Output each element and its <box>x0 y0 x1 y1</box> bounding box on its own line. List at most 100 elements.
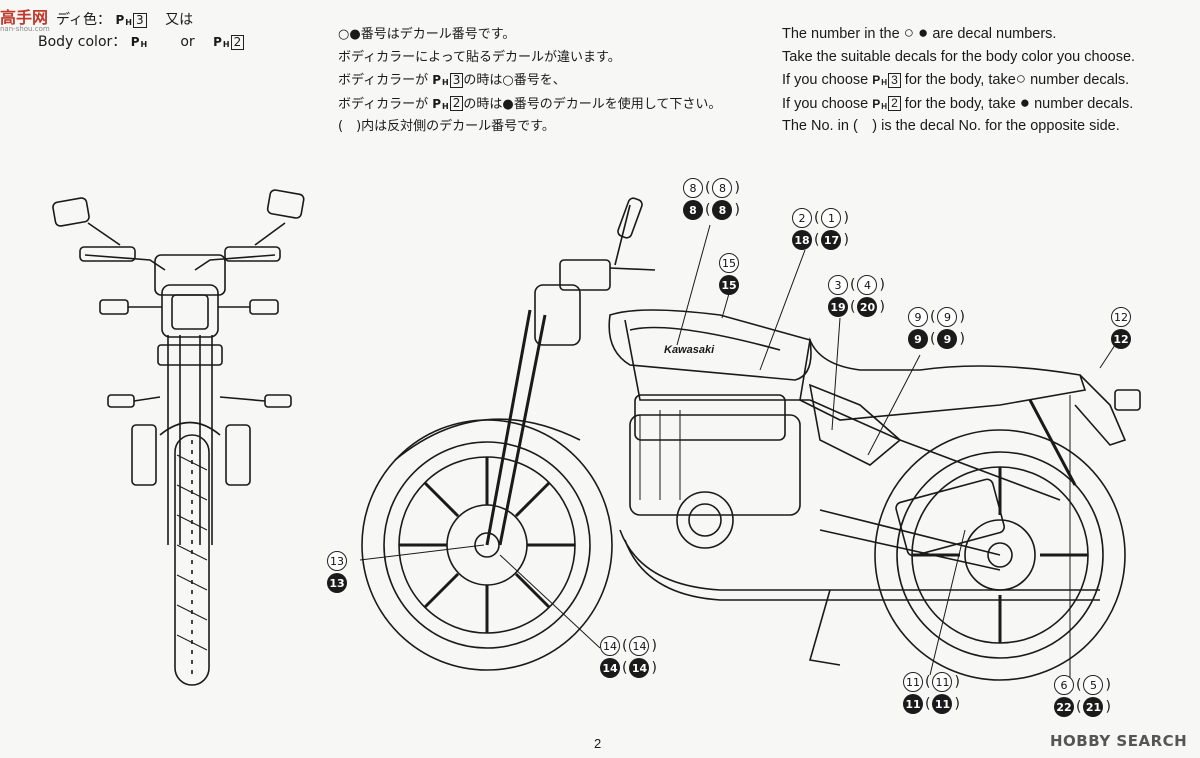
note-en-4a: If you choose <box>782 95 869 112</box>
decal-number-black-opposite: 21 <box>1083 697 1104 717</box>
decal-number-white: 13 <box>327 551 347 571</box>
decal-number-black-opposite: 14 <box>629 658 650 678</box>
note-en-1: The number in the ○ ● are decal numbers. <box>782 22 1135 46</box>
color-b-box: 2 <box>888 96 901 112</box>
tank-brand-logo: Kawasaki <box>664 344 715 356</box>
callout-6: 6(5) 22(21) <box>1054 675 1111 717</box>
decal-number-black: 9 <box>908 329 928 349</box>
callout-row-black: 8(8) <box>683 200 740 220</box>
callout-row-white: 8(8) <box>683 178 740 198</box>
site-logo-url: nan-shou.com <box>0 25 50 33</box>
callout-row-white: 9(9) <box>908 307 965 327</box>
white-circle-icon: ○ <box>502 73 514 88</box>
decal-number-white: 14 <box>600 636 620 656</box>
ph-sub: H <box>881 78 888 87</box>
note-jp-3b: の時は <box>463 73 503 88</box>
notes-en: The number in the ○ ● are decal numbers.… <box>782 22 1135 138</box>
note-en-5a: The No. in <box>782 118 849 134</box>
callout-row-black: 14(14) <box>600 658 657 678</box>
callout-row-white: 6(5) <box>1054 675 1111 695</box>
decal-number-white: 3 <box>828 275 848 295</box>
decal-number-white-opposite: 14 <box>629 636 650 656</box>
decal-number-black: 11 <box>903 694 923 714</box>
callout-3: 3(4) 19(20) <box>828 275 885 317</box>
callout-8: 8(8) 8(8) <box>683 178 740 220</box>
body-color-en-label: Body color： <box>38 34 127 50</box>
front-view-motorcycle <box>52 189 305 686</box>
decal-number-black: 15 <box>719 275 739 295</box>
note-en-5: The No. in ( ) is the decal No. for the … <box>782 115 1135 138</box>
color-b-box: 2 <box>230 34 245 50</box>
note-en-4c: number decals. <box>1034 95 1134 112</box>
note-jp-3c: 番号を、 <box>513 73 566 88</box>
note-jp-5-text: 内は反対側のデカール番号です。 <box>361 119 555 134</box>
callout-row-black: 9(9) <box>908 329 965 349</box>
callout-row-black: 15 <box>719 275 739 295</box>
notes-jp: ○●番号はデカール番号です。 ボディカラーによって貼るデカールが違います。 ボデ… <box>338 24 721 139</box>
paren-icon: ( ) <box>338 119 362 134</box>
note-jp-3a: ボディカラーが <box>338 73 429 88</box>
white-circle-icon: ○ <box>1015 69 1027 88</box>
callout-row-black: 12 <box>1111 329 1131 349</box>
color-a-box: 3 <box>888 72 901 88</box>
decal-number-white: 9 <box>908 307 928 327</box>
decal-number-black-opposite: 9 <box>937 329 958 349</box>
callout-13: 13 13 <box>327 551 347 593</box>
callout-row-white: 12 <box>1111 307 1131 327</box>
decal-number-white: 2 <box>792 208 812 228</box>
black-circle-icon: ● <box>918 23 929 42</box>
ph-sub: H <box>442 101 449 111</box>
color-a-box: 3 <box>449 72 464 88</box>
note-en-1b: are decal numbers. <box>932 26 1057 42</box>
decal-number-black: 18 <box>792 230 812 250</box>
decal-number-black-opposite: 11 <box>932 694 953 714</box>
black-circle-icon: ● <box>1019 92 1031 112</box>
decal-number-white: 11 <box>903 672 923 692</box>
decal-number-white: 8 <box>683 178 703 198</box>
decal-number-white-opposite: 5 <box>1083 675 1104 695</box>
ph-letter: P <box>872 73 881 87</box>
callout-2: 2(1) 18(17) <box>792 208 849 250</box>
note-jp-2: ボディカラーによって貼るデカールが違います。 <box>338 49 621 65</box>
ph-sub: H <box>222 40 230 49</box>
color-b-box: 2 <box>449 96 464 112</box>
rear-tire <box>874 429 1126 681</box>
decal-number-white: 15 <box>719 253 739 273</box>
decal-number-black: 14 <box>600 658 620 678</box>
note-jp-1: ○●番号はデカール番号です。 <box>338 24 721 47</box>
ph-sub: H <box>442 78 449 87</box>
note-en-3c: number decals. <box>1030 72 1130 88</box>
color-a-box: 3 <box>132 12 147 28</box>
hobby-search-watermark: HOBBY SEARCH <box>1050 732 1188 750</box>
note-jp-1-text: 番号はデカール番号です。 <box>360 27 516 42</box>
note-en-1a: The number in the <box>782 26 900 42</box>
ph-letter: P <box>130 35 140 49</box>
note-en-4b: for the body, take <box>904 95 1016 112</box>
note-en-3a: If you choose <box>782 72 869 88</box>
ph-letter: P <box>115 13 125 27</box>
note-en-3b: for the body, take <box>904 72 1016 88</box>
body-color-en: Body color： PH3 or PH2 <box>38 31 245 53</box>
paren-icon: ( ) <box>852 118 878 134</box>
callout-row-black: 22(21) <box>1054 697 1111 717</box>
decal-number-black: 19 <box>828 297 848 317</box>
note-en-2: Take the suitable decals for the body co… <box>782 48 1136 65</box>
callout-row-black: 18(17) <box>792 230 849 250</box>
color-code-ph3-b: PH3 <box>131 31 162 53</box>
decal-number-white-opposite: 4 <box>857 275 878 295</box>
white-circle-icon: ○● <box>338 27 361 42</box>
ph-letter: P <box>213 35 222 49</box>
callout-row-black: 13 <box>327 573 347 593</box>
decal-number-black: 12 <box>1111 329 1131 349</box>
decal-number-black: 22 <box>1054 697 1074 717</box>
callout-row-white: 14(14) <box>600 636 657 656</box>
decal-number-white-opposite: 1 <box>821 208 842 228</box>
